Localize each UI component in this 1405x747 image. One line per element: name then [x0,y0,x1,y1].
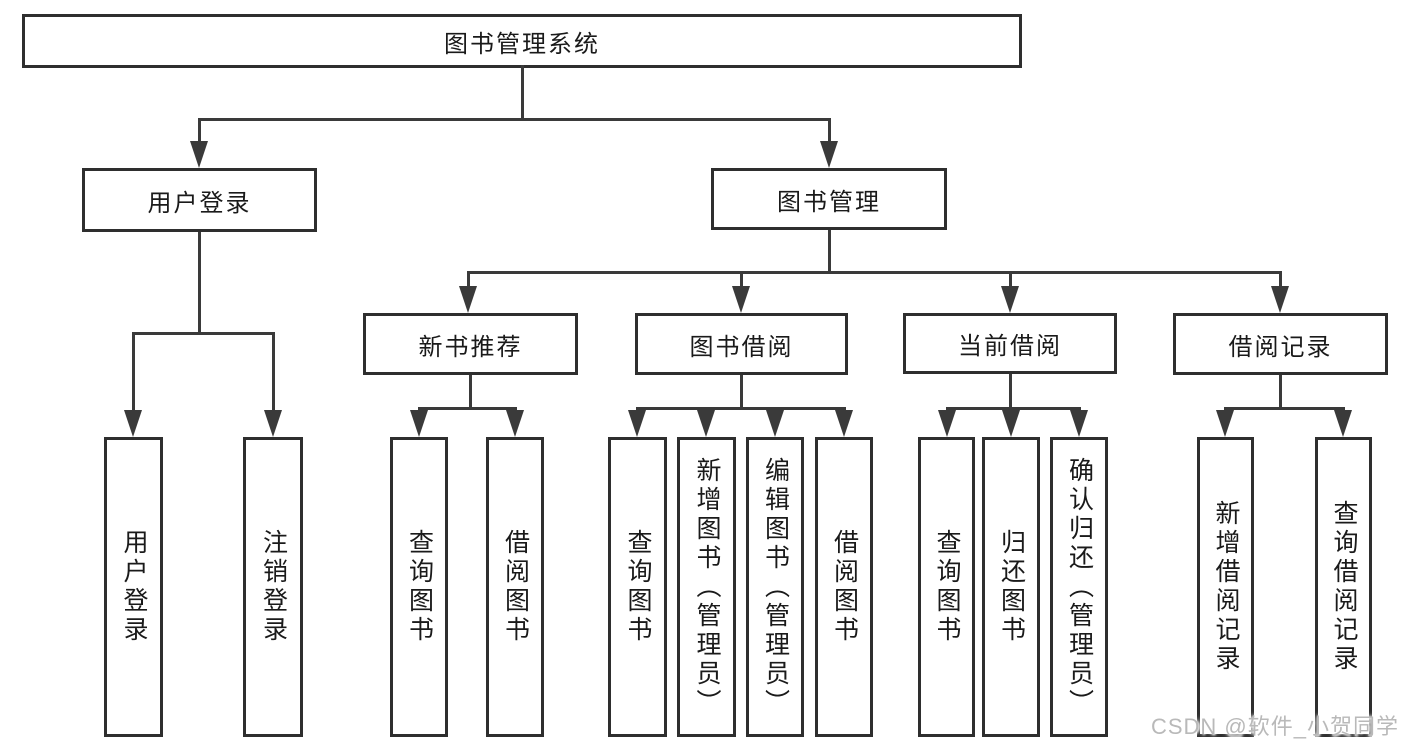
arrow-shaft [197,119,201,158]
connector-stub [739,375,743,408]
connector-stub [468,375,472,408]
arrowhead-down-icon [459,286,477,313]
arrowhead-down-icon [835,410,853,437]
node-label: 查询图书 [405,529,434,645]
node-label: 用户登录 [120,529,148,645]
arrowhead-down-icon [410,410,428,437]
arrowhead-down-icon [938,410,956,437]
connector-stub [827,230,831,272]
arrowhead-down-icon [506,410,524,437]
node-label: 新增借阅记录 [1212,500,1240,674]
arrow-shaft [271,333,275,427]
node-label: 图书管理 [777,188,881,216]
node-label: 借阅记录 [1228,333,1333,361]
node-leaf-add-borrow-record: 新增借阅记录 [1197,437,1254,737]
node-new-book-recommend: 新书推荐 [363,313,578,375]
node-book-management: 图书管理 [711,168,947,230]
node-label: 当前借阅 [958,333,1062,360]
connector-hline [466,270,1282,274]
node-leaf-logout: 注销登录 [243,437,303,737]
node-label: 注销登录 [259,529,288,645]
node-label: 借阅图书 [501,529,530,645]
connector-hline [131,331,275,335]
connector-stub [1008,374,1012,408]
arrowhead-down-icon [766,410,784,437]
arrowhead-down-icon [124,410,142,437]
arrow-shaft [827,119,831,158]
connector-hline [197,117,831,121]
node-label: 借阅图书 [830,529,859,645]
node-label: 查询图书 [933,529,961,645]
node-label: 查询图书 [624,529,652,645]
connector-hline [945,406,1081,410]
arrowhead-down-icon [1271,286,1289,313]
arrowhead-down-icon [1334,410,1352,437]
node-label: 新增图书（管理员） [693,456,721,718]
node-leaf-confirm-return: 确认归还（管理员） [1050,437,1108,737]
arrowhead-down-icon [628,410,646,437]
node-label: 图书借阅 [689,333,794,361]
csdn-watermark: CSDN @软件_小贺同学 [1150,714,1399,739]
node-label: 用户登录 [147,189,252,217]
node-leaf-user-login: 用户登录 [104,437,163,737]
arrowhead-down-icon [697,410,715,437]
connector-hline [1223,406,1345,410]
arrowhead-down-icon [1002,410,1020,437]
node-leaf-borrow-book-2: 借阅图书 [815,437,873,737]
node-label: 新书推荐 [418,333,523,361]
node-user-login: 用户登录 [82,168,317,232]
connector-stub [1278,375,1282,408]
connector-hline [417,406,517,410]
node-leaf-query-book-2: 查询图书 [608,437,667,737]
node-label: 图书管理系统 [444,30,600,58]
node-root: 图书管理系统 [22,14,1022,68]
node-borrow-records: 借阅记录 [1173,313,1388,375]
arrow-shaft [131,333,135,427]
node-leaf-edit-book-admin: 编辑图书（管理员） [746,437,804,737]
node-book-borrow: 图书借阅 [635,313,848,375]
arrowhead-down-icon [264,410,282,437]
arrowhead-down-icon [190,141,208,168]
connector-hline [635,406,846,410]
node-leaf-borrow-book-1: 借阅图书 [486,437,544,737]
node-leaf-query-borrow-record: 查询借阅记录 [1315,437,1372,737]
arrowhead-down-icon [732,286,750,313]
arrowhead-down-icon [1001,286,1019,313]
node-leaf-query-book-1: 查询图书 [390,437,448,737]
connector-stub [520,65,524,119]
arrowhead-down-icon [1070,410,1088,437]
node-label: 归还图书 [997,529,1026,645]
connector-stub [197,232,201,333]
arrowhead-down-icon [820,141,838,168]
node-label: 编辑图书（管理员） [761,456,790,718]
node-leaf-return-book: 归还图书 [982,437,1040,737]
node-current-borrow: 当前借阅 [903,313,1117,374]
node-label: 确认归还（管理员） [1065,456,1094,718]
node-leaf-query-book-3: 查询图书 [918,437,975,737]
node-leaf-add-book-admin: 新增图书（管理员） [677,437,736,737]
arrowhead-down-icon [1216,410,1234,437]
node-label: 查询借阅记录 [1330,500,1358,674]
